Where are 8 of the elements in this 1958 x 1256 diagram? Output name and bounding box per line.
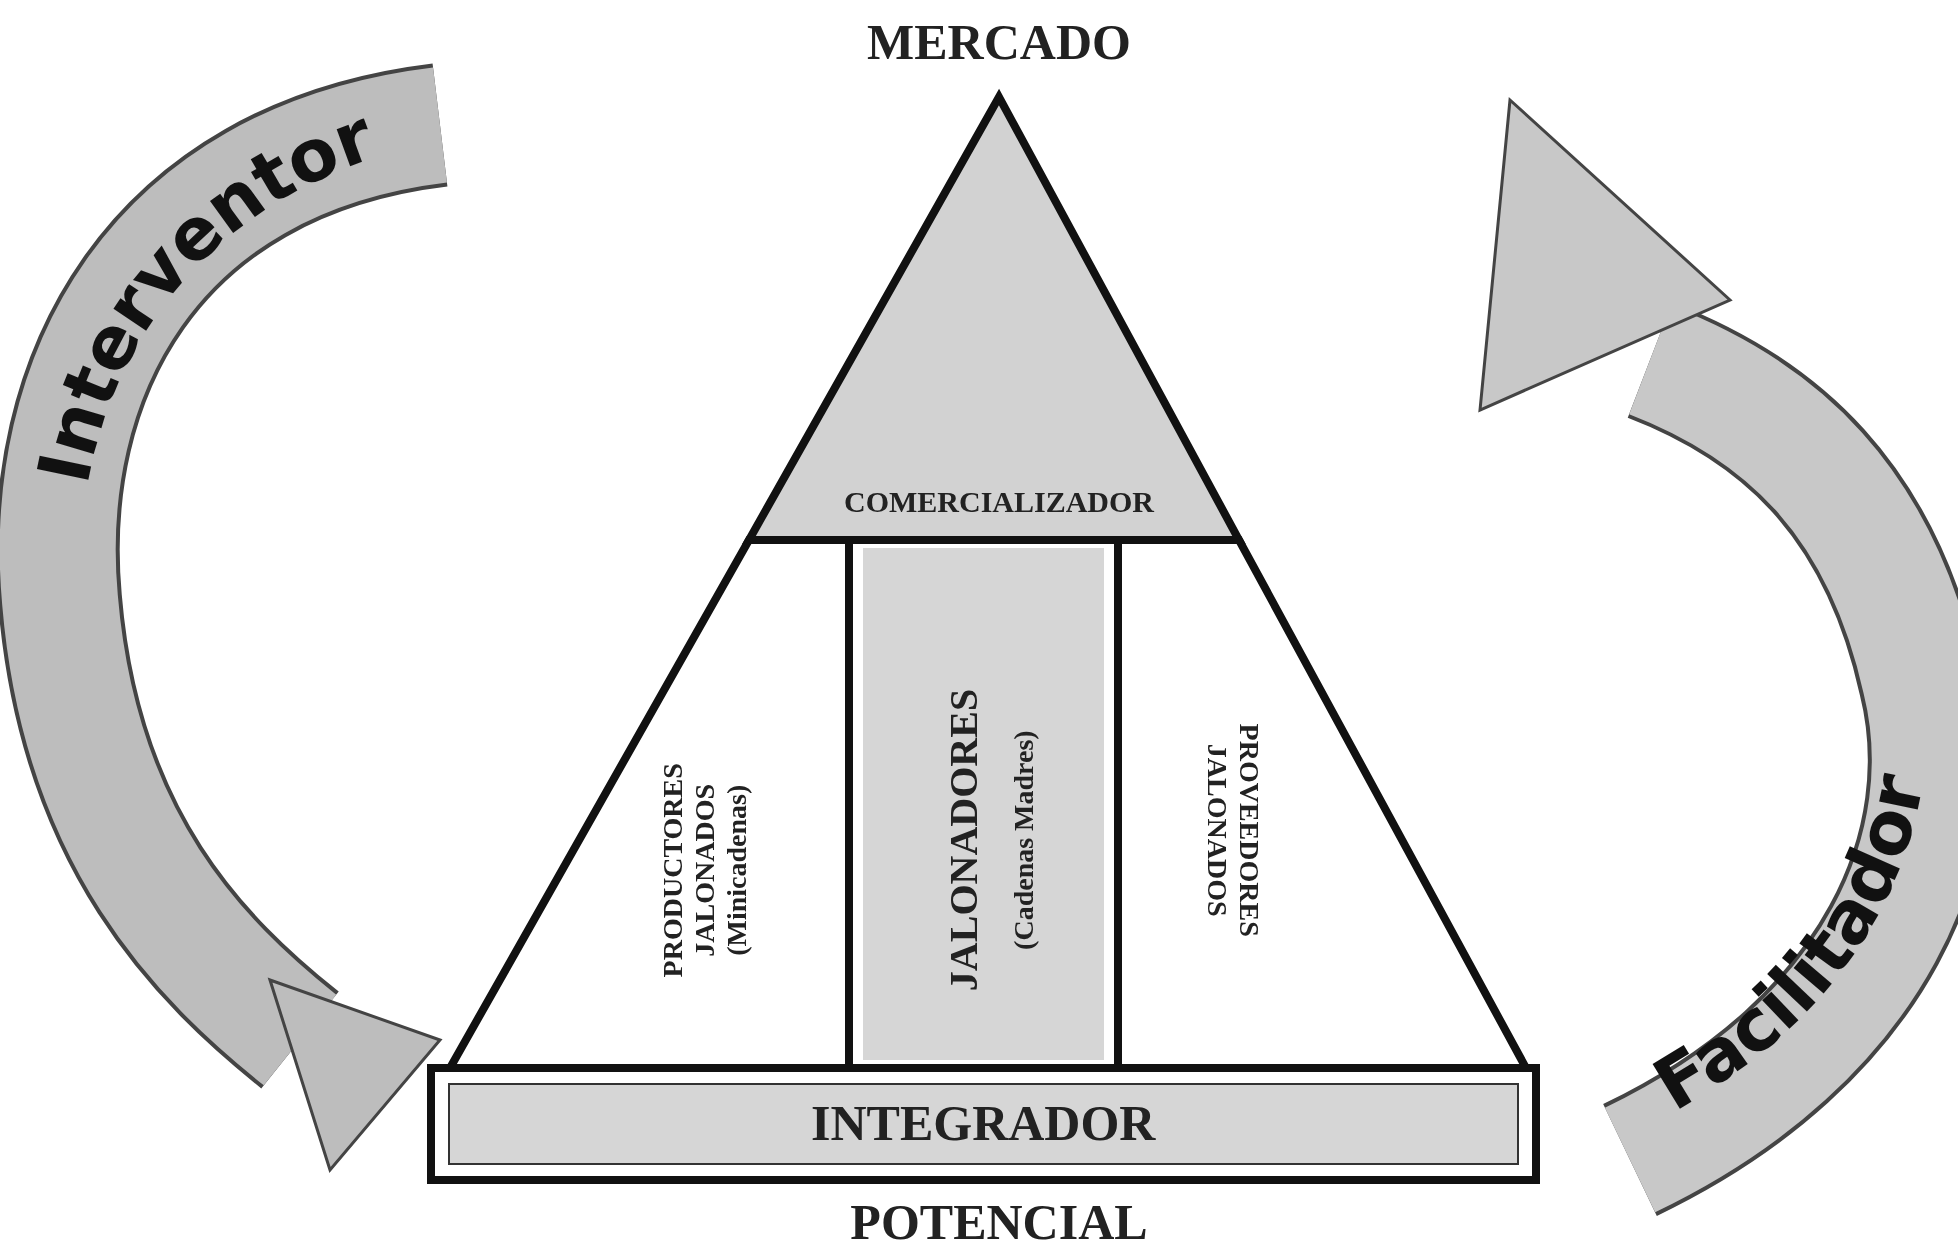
section-label: INTEGRADOR (811, 1095, 1156, 1153)
section-label: PROVEEDORES JALONADOS (1201, 722, 1266, 939)
section-label: COMERCIALIZADOR (844, 484, 1155, 519)
section-label: PRODUCTORES JALONADOS (Minicadenas) (656, 761, 754, 979)
heading-label: MERCADO (867, 13, 1131, 71)
heading-label: POTENCIAL (850, 1193, 1148, 1251)
section-subtitle: (Cadenas Madres) (1007, 730, 1040, 950)
section-label: JALONADORES (941, 688, 988, 992)
